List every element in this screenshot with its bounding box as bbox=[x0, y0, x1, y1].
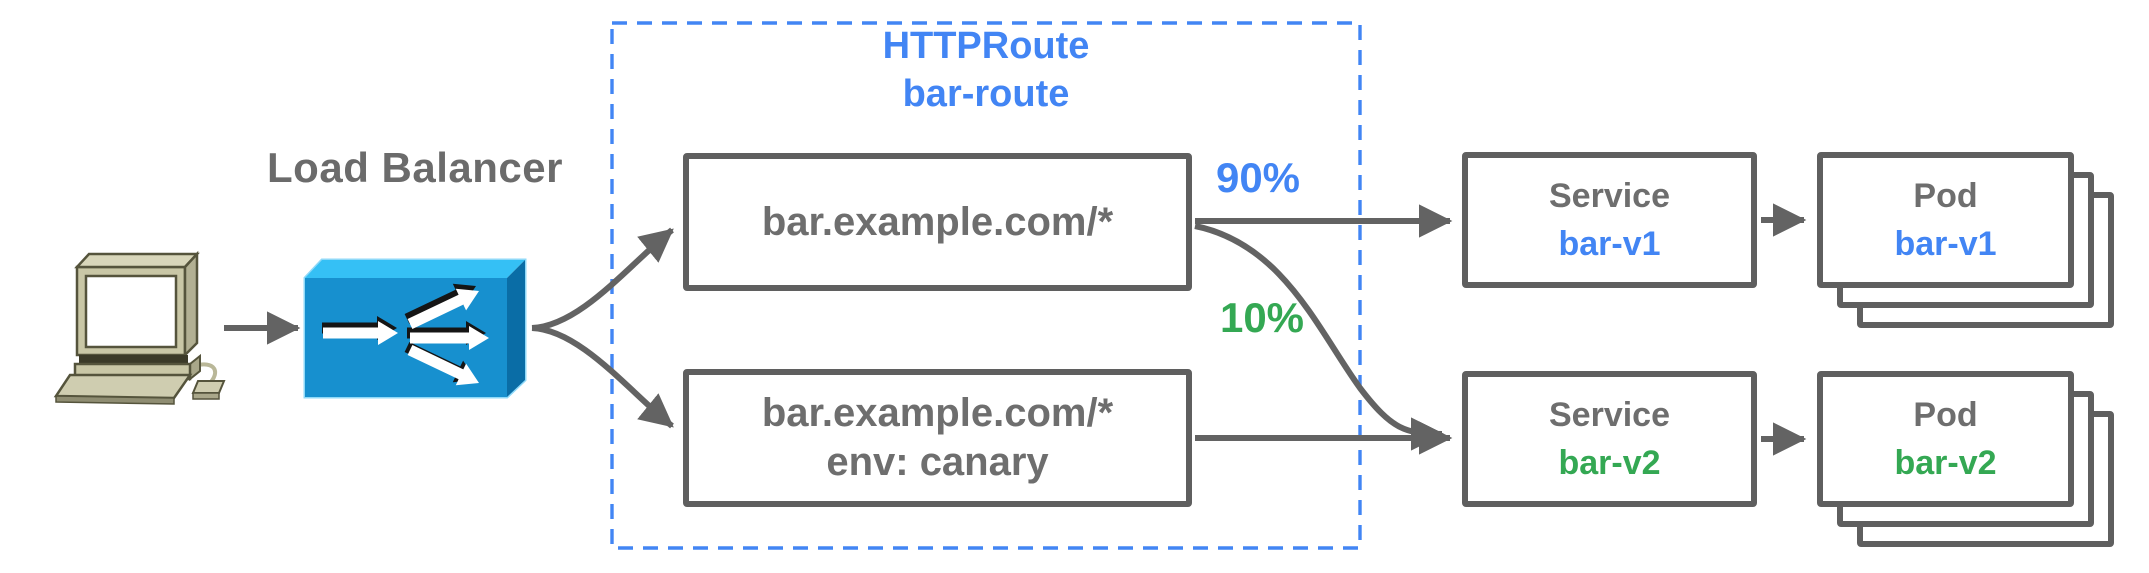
desktop-computer-icon bbox=[53, 250, 525, 405]
lb-arrows bbox=[323, 288, 489, 386]
service-name-label: bar-v2 bbox=[1558, 444, 1661, 482]
lb-split-upper-curve bbox=[531, 227, 674, 331]
route-rule-match: bar.example.com/* bbox=[761, 391, 1114, 435]
httproute-name-label: bar-route bbox=[902, 73, 1070, 115]
httproute-title: HTTPRoute bar-route bbox=[612, 22, 1360, 118]
pod-kind-label: Pod bbox=[1913, 177, 1978, 215]
pod-group-bar-v1: Pod bar-v1 bbox=[1817, 152, 2114, 328]
traffic-weight-10: 10% bbox=[1219, 294, 1305, 341]
pod-group-bar-v2: Pod bar-v2 bbox=[1817, 371, 2114, 547]
service-name-label: bar-v1 bbox=[1558, 225, 1661, 263]
load-balancer-label: Load Balancer bbox=[267, 144, 563, 191]
httproute-kind-label: HTTPRoute bbox=[882, 25, 1090, 67]
pod-kind-label: Pod bbox=[1913, 396, 1978, 434]
service-bar-v1-box: Service bar-v1 bbox=[1462, 152, 1757, 288]
lb-split-lower-curve bbox=[531, 325, 674, 429]
route-rule-box-primary: bar.example.com/* bbox=[683, 153, 1192, 291]
service-kind-label: Service bbox=[1549, 177, 1670, 215]
pod-bar-v1-box: Pod bar-v1 bbox=[1817, 152, 2074, 288]
traffic-weight-90: 90% bbox=[1215, 154, 1301, 201]
route-rule-header-match: env: canary bbox=[826, 440, 1049, 484]
route-rule-box-canary: bar.example.com/* env: canary bbox=[683, 369, 1192, 507]
service-bar-v2-box: Service bar-v2 bbox=[1462, 371, 1757, 507]
load-balancer-icon bbox=[303, 258, 527, 399]
pod-name-label: bar-v2 bbox=[1894, 444, 1997, 482]
curve-route1-to-service2 bbox=[1194, 223, 1445, 451]
pod-name-label: bar-v1 bbox=[1894, 225, 1997, 263]
route-rule-match: bar.example.com/* bbox=[761, 199, 1114, 244]
pod-bar-v2-box: Pod bar-v2 bbox=[1817, 371, 2074, 507]
service-kind-label: Service bbox=[1549, 396, 1670, 434]
